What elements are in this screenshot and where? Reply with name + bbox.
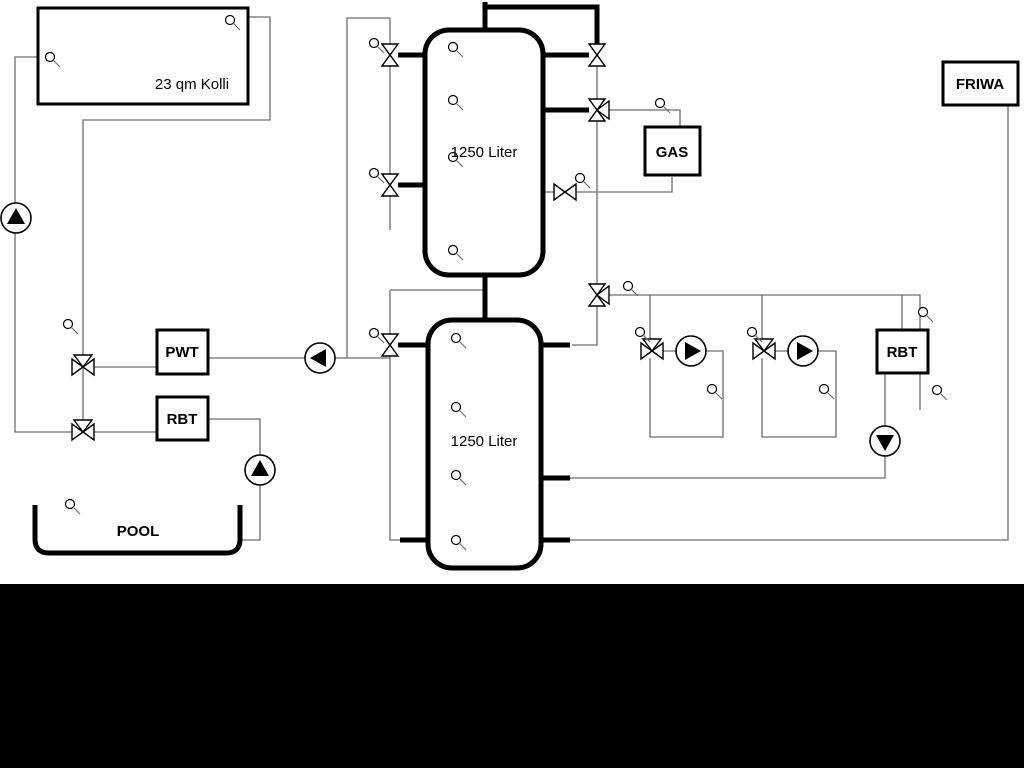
pipe-collector-return [82, 16, 271, 432]
sensor-icon [368, 37, 385, 54]
tank-bottom-label: 1250 Liter [451, 433, 518, 450]
sensor-icon [622, 280, 639, 297]
sensor-icon [931, 384, 948, 401]
three-way-valve-icon [588, 98, 610, 122]
pipe-friwa-line [570, 105, 1009, 541]
rbt-right-label: RBT [887, 344, 918, 361]
sensor-icon [62, 318, 79, 335]
friwa-box [941, 60, 1020, 107]
valve-icon [553, 183, 577, 201]
valve-icon [588, 43, 606, 67]
buffer-tank-top [422, 27, 546, 278]
bottom-letterbox [0, 584, 1024, 768]
collector-label: 23 qm Kolli [155, 76, 229, 93]
rbt-right-box [875, 328, 930, 375]
pipe-tank2-left-column [389, 290, 400, 541]
friwa-label: FRIWA [956, 76, 1004, 93]
sensor-icon [706, 383, 723, 400]
pump-icon [869, 425, 901, 457]
pump-icon [787, 335, 819, 367]
three-way-valve-icon [640, 338, 664, 360]
tank-top-label: 1250 Liter [451, 144, 518, 161]
sensor-icon [574, 172, 591, 189]
pool-basin [32, 505, 243, 556]
sensor-icon [368, 167, 385, 184]
buffer-tank-bottom [425, 317, 544, 571]
three-way-valve-icon [752, 338, 776, 360]
pump-icon [0, 202, 32, 234]
rbt-left-box [155, 395, 210, 442]
three-way-valve-icon [71, 419, 95, 441]
pool-label: POOL [117, 523, 160, 540]
pipe-rbt-right-return [570, 373, 886, 479]
gas-label: GAS [656, 144, 689, 161]
valve-icon [381, 43, 399, 67]
pump-icon [675, 335, 707, 367]
rbt-left-label: RBT [167, 411, 198, 428]
sensor-icon [64, 498, 81, 515]
pump-icon [304, 342, 336, 374]
pump-icon [244, 454, 276, 486]
vessels [32, 6, 1020, 571]
labels: 23 qm Kolli 1250 Liter 1250 Liter GAS FR… [117, 76, 1005, 540]
sensor-icon [654, 97, 671, 114]
pipe-left-riser [346, 17, 390, 358]
pipe-gas-supply [606, 109, 681, 127]
three-way-valve-icon [588, 283, 610, 307]
valve-icon [381, 333, 399, 357]
pipe-gas-return [576, 177, 673, 193]
pwt-label: PWT [165, 344, 198, 361]
valve-icon [381, 173, 399, 197]
sensor-icon [818, 383, 835, 400]
pipe-collector-supply [14, 56, 157, 433]
solar-collector-box [36, 6, 250, 106]
pipe-top-bus [485, 4, 600, 46]
gas-boiler-box [643, 125, 702, 177]
pwt-box [155, 328, 210, 376]
sensor-icon [917, 306, 934, 323]
sensor-icon [368, 327, 385, 344]
